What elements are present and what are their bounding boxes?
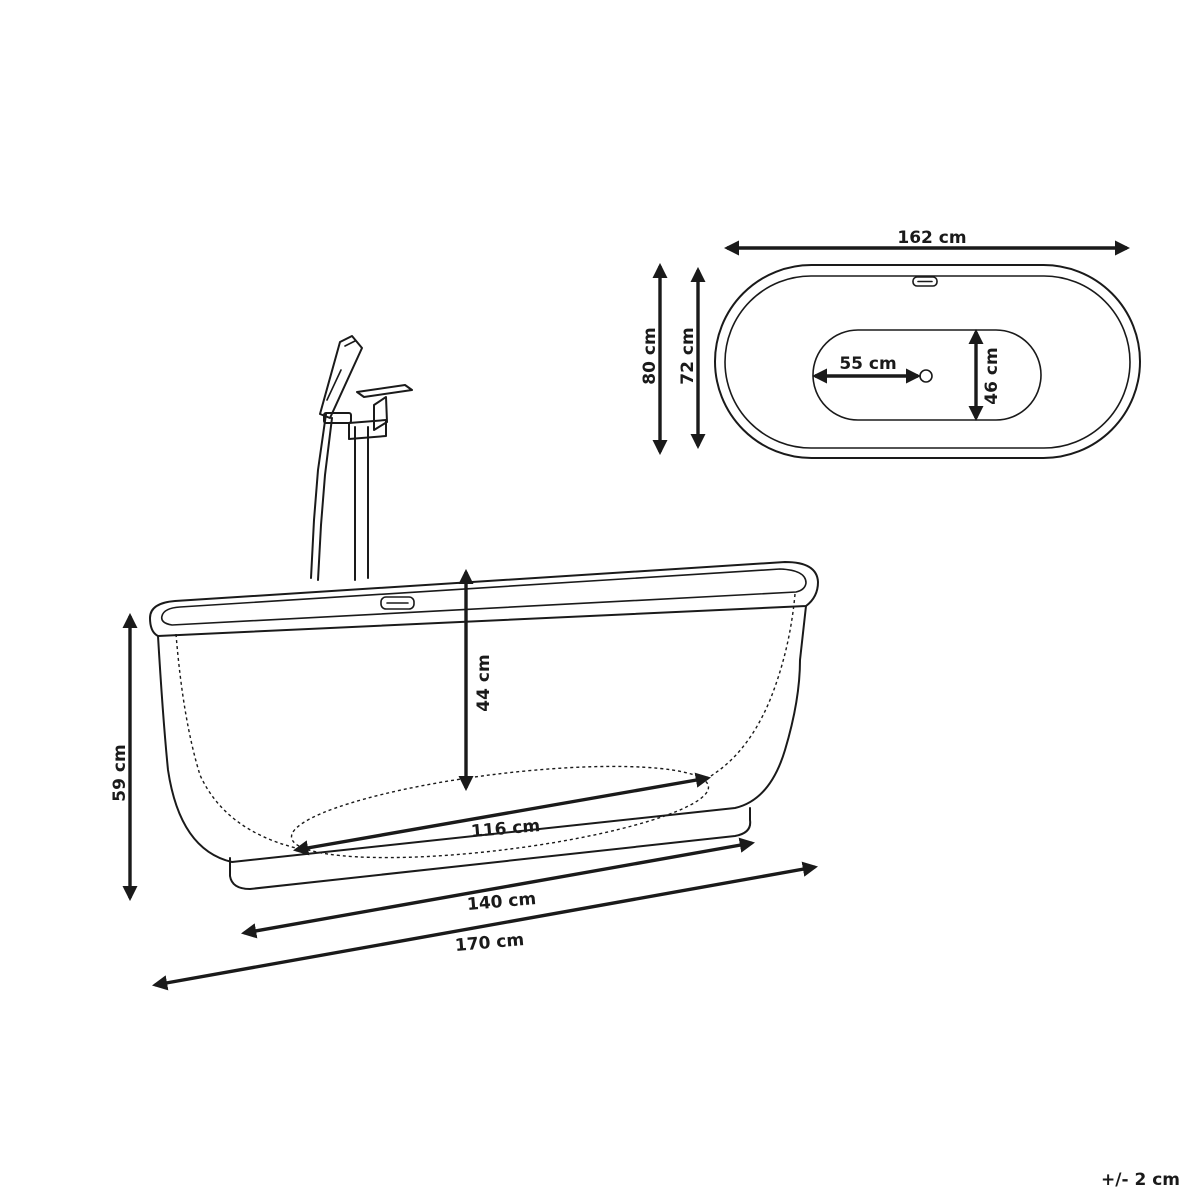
- top-view-overflow-icon: [912, 276, 938, 287]
- dim-label-72: 72 cm: [678, 327, 698, 384]
- bathtub-rim: [149, 561, 819, 637]
- dim-label-55: 55 cm: [839, 354, 896, 374]
- dim-label-59: 59 cm: [110, 744, 130, 801]
- dim-arrow-170: [151, 861, 819, 991]
- dim-label-44: 44 cm: [474, 654, 494, 711]
- bathtub-inner-wall-hidden: [175, 633, 297, 849]
- side-view-overflow-icon: [380, 596, 415, 610]
- dim-label-46: 46 cm: [982, 347, 1002, 404]
- dim-label-162: 162 cm: [897, 228, 966, 248]
- top-view: 162 cm 80 cm 72 cm 55 cm 46 cm: [640, 228, 1141, 459]
- bathtub-inner-rim: [160, 568, 807, 626]
- side-view: 44 cm 116 cm 140 cm 170 cm 59 cm: [110, 561, 819, 991]
- dim-label-170: 170 cm: [454, 930, 525, 956]
- bathtub-inner-wall-hidden-right: [699, 593, 796, 783]
- tolerance-label: +/- 2 cm: [1101, 1170, 1180, 1190]
- dim-label-116: 116 cm: [470, 816, 541, 842]
- dim-arrow-140: [240, 837, 756, 939]
- top-view-inner-rim: [724, 275, 1131, 449]
- top-view-drain-icon: [919, 369, 933, 383]
- bathtub-floor-hidden: [290, 765, 710, 859]
- floor-faucet: [310, 335, 413, 581]
- top-view-outer-rim: [714, 264, 1141, 459]
- dim-label-80: 80 cm: [640, 327, 660, 384]
